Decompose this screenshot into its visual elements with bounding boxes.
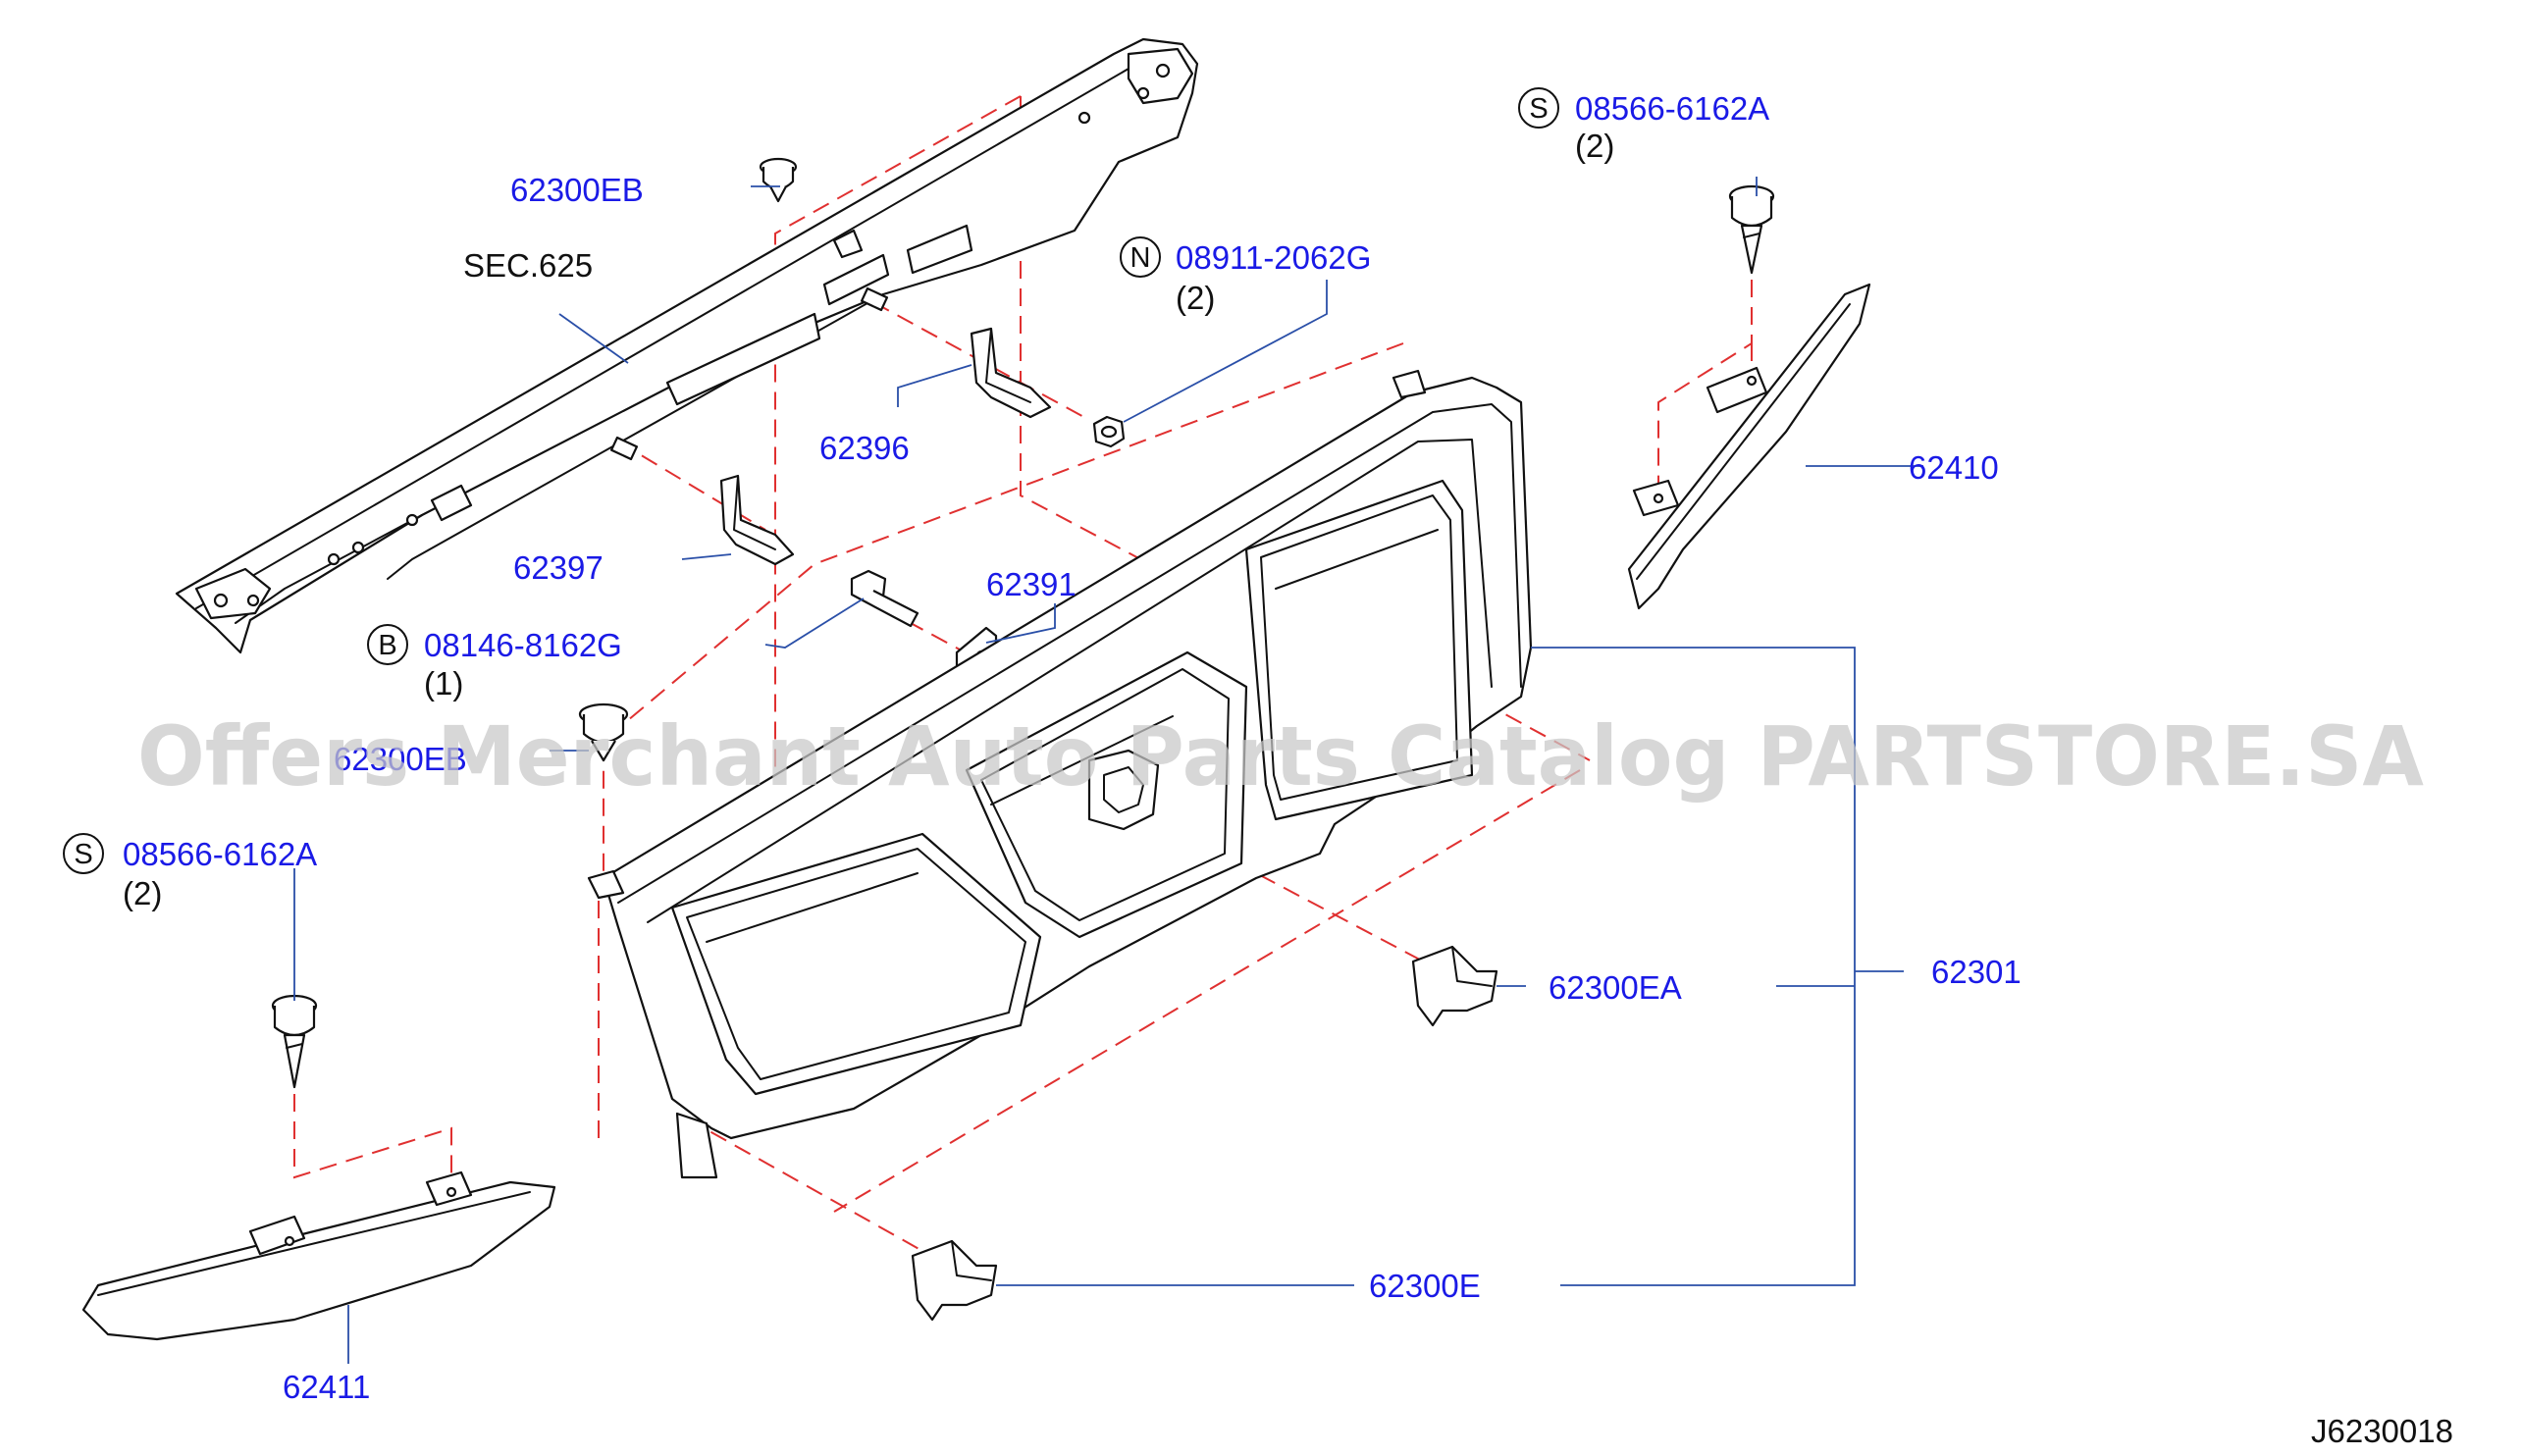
- label-08566-right: 08566-6162A: [1575, 90, 1769, 127]
- label-62300e: 62300E: [1369, 1268, 1481, 1304]
- label-62411: 62411: [283, 1369, 370, 1405]
- diagram-code: J6230018: [2311, 1413, 2453, 1449]
- label-08911: 08911-2062G: [1176, 239, 1371, 276]
- bolt-08146: [850, 569, 919, 628]
- label-08911-qty: (2): [1176, 280, 1215, 316]
- screw-08566-left: [271, 994, 318, 1089]
- stud-top: [860, 286, 889, 312]
- side-trim-62411: [81, 1170, 556, 1341]
- badge-s-left: S: [63, 833, 104, 874]
- radiator-core-support: [175, 37, 1199, 654]
- label-08146-qty: (1): [424, 665, 463, 702]
- label-62410: 62410: [1909, 449, 1999, 486]
- label-62396: 62396: [819, 430, 910, 466]
- clip-62300ea: [1411, 945, 1498, 1027]
- stud-left: [609, 436, 639, 461]
- front-grille-62301: [587, 369, 1533, 1179]
- watermark: Offers Merchant Auto Parts Catalog PARTS…: [137, 708, 2424, 805]
- clip-62300e: [911, 1239, 998, 1322]
- label-62397: 62397: [513, 549, 604, 586]
- bracket-62396: [970, 327, 1052, 419]
- screw-08566-right: [1728, 184, 1775, 275]
- clip-62300eb-mid: [578, 702, 629, 762]
- label-08146: 08146-8162G: [424, 627, 622, 663]
- badge-n: N: [1120, 236, 1161, 278]
- label-62300eb-mid: 62300EB: [334, 741, 467, 777]
- label-62391: 62391: [986, 566, 1077, 602]
- label-62300ea: 62300EA: [1549, 969, 1682, 1006]
- leader-lines: [293, 177, 1923, 1364]
- svg-text:S: S: [74, 839, 92, 870]
- svg-text:B: B: [378, 630, 396, 661]
- label-08566-left-qty: (2): [123, 875, 162, 911]
- badge-s-right: S: [1518, 87, 1559, 129]
- label-62301: 62301: [1931, 954, 2022, 990]
- svg-text:N: N: [1130, 242, 1151, 274]
- svg-text:S: S: [1529, 93, 1548, 125]
- label-08566-left: 08566-6162A: [123, 836, 317, 872]
- badge-b: B: [367, 624, 408, 665]
- label-62300eb-top: 62300EB: [510, 172, 644, 208]
- side-trim-62410: [1627, 283, 1871, 610]
- label-sec625: SEC.625: [463, 247, 593, 284]
- bracket-62397: [719, 474, 795, 566]
- clip-62300eb-top: [759, 157, 798, 203]
- part-labels: 62300EB SEC.625 08566-6162A (2) 08911-20…: [123, 90, 2453, 1449]
- nut-08911: [1092, 415, 1126, 448]
- label-08566-right-qty: (2): [1575, 128, 1614, 164]
